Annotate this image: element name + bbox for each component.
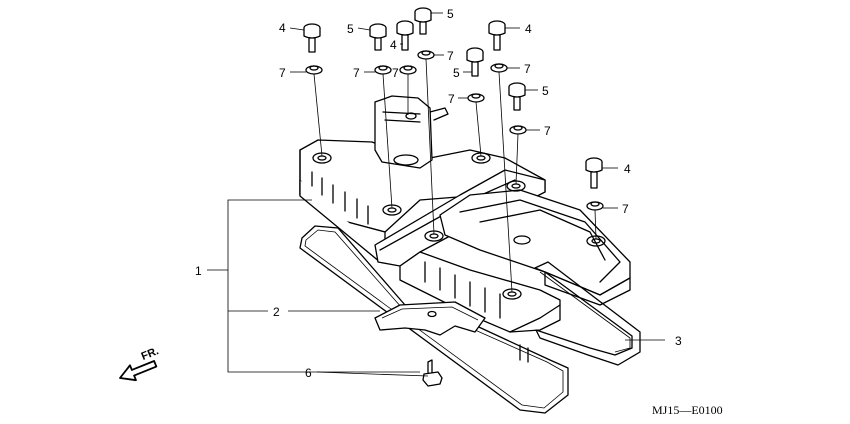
- bolt-4a: [303, 23, 321, 53]
- callout-bolt-5a: 5: [347, 22, 354, 36]
- callout-washer-7f: 7: [448, 92, 455, 106]
- cover-gasket-left: [299, 225, 569, 414]
- leader-lines: [207, 12, 665, 377]
- callout-bolt-4a: 4: [279, 21, 286, 35]
- bolt-4d: [585, 157, 603, 189]
- bolt-5b: [414, 7, 432, 35]
- callout-washer-7c: 7: [392, 66, 399, 80]
- bolt-5d: [508, 82, 526, 111]
- bolt-5c: [466, 47, 484, 77]
- front-direction-arrow: FR.: [119, 345, 161, 382]
- bolt-4c: [488, 20, 506, 51]
- callout-bolt-4d: 4: [624, 162, 631, 176]
- callout-2: 2: [273, 305, 280, 319]
- diagram-code: MJ15—E0100: [652, 403, 723, 417]
- callout-washer-7d: 7: [447, 49, 454, 63]
- callout-washer-7g: 7: [544, 124, 551, 138]
- bolt-5a: [369, 23, 387, 51]
- callout-washer-7e: 7: [524, 62, 531, 76]
- head-cover-seal: [374, 301, 486, 336]
- callout-washer-7a: 7: [279, 66, 286, 80]
- bolt-4b: [396, 20, 414, 51]
- callout-6: 6: [305, 366, 312, 380]
- callout-3: 3: [675, 334, 682, 348]
- callout-bolt-5b: 5: [447, 7, 454, 21]
- callout-bolt-5c: 5: [453, 66, 460, 80]
- callout-bolt-4c: 4: [525, 22, 532, 36]
- cylinder-head-cover: [299, 95, 631, 333]
- callout-washer-7b: 7: [353, 66, 360, 80]
- washers-7: [305, 50, 604, 211]
- alignment-lines: [313, 58, 597, 293]
- callout-washer-7h: 7: [622, 202, 629, 216]
- callout-bolt-5d: 5: [542, 84, 549, 98]
- callout-bolt-4b: 4: [390, 38, 397, 52]
- callout-1: 1: [195, 264, 202, 278]
- flange-bolt-6: [422, 359, 443, 387]
- front-label: FR.: [140, 345, 161, 363]
